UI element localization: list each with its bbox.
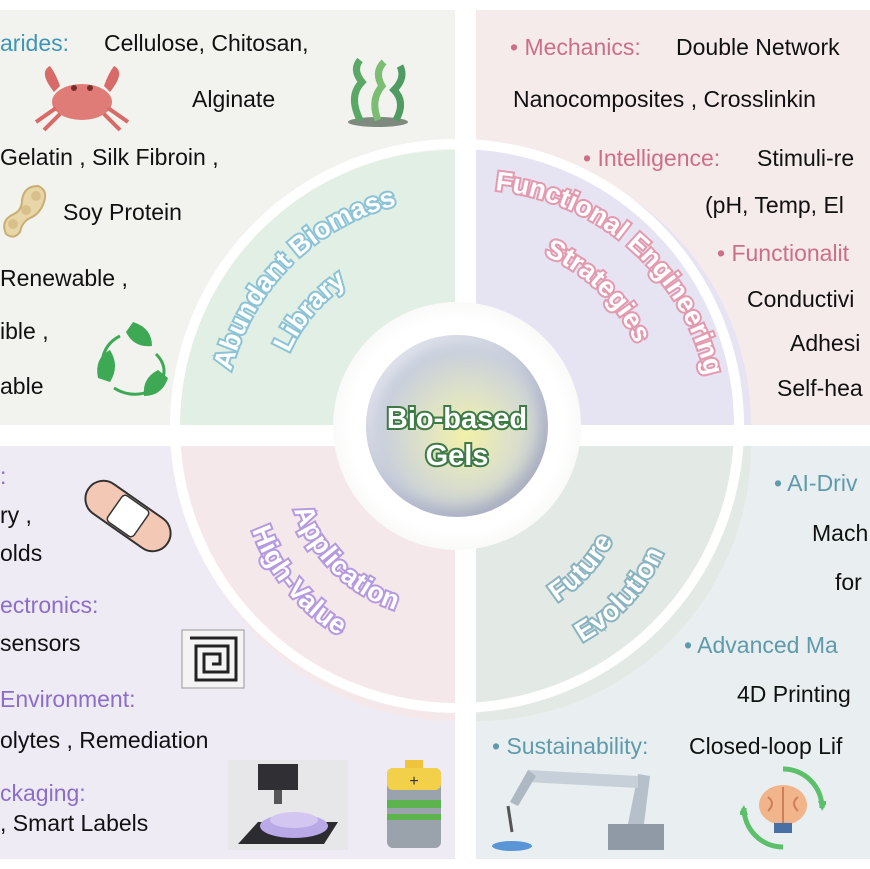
biomedicine-item: olds <box>0 540 43 566</box>
sustainability-text: Closed-loop Lif <box>689 733 843 759</box>
manufacturing-item: 4D Printing <box>737 681 851 707</box>
ai-heading: • AI-Driv <box>774 470 858 496</box>
biomass-item: Alginate <box>192 86 276 112</box>
3d-printer-icon <box>228 760 348 850</box>
ring-wedge-br <box>476 446 751 721</box>
recycle-leaves-icon <box>97 322 168 396</box>
biomedicine-heading: : <box>0 463 7 489</box>
intelligence-line2: (pH, Temp, El <box>705 192 844 218</box>
biomass-item: Soy Protein <box>63 199 182 225</box>
battery-icon: + <box>387 760 441 848</box>
mechanics-line2: Nanocomposites , Crosslinkin <box>513 86 816 112</box>
gel-sphere-icon <box>366 335 548 517</box>
polysaccharides-heading: arides: <box>0 30 70 56</box>
sustainability-heading: • Sustainability: <box>492 733 649 759</box>
environment-heading: Environment: <box>0 686 136 712</box>
mechanics-heading: • Mechanics: <box>510 34 641 60</box>
biomass-item: Gelatin , Silk Fibroin , <box>0 144 219 170</box>
functionality-item: Conductivi <box>747 286 855 312</box>
crab-icon <box>34 66 130 132</box>
biomass-item: ible , <box>0 318 49 344</box>
soybean-icon <box>3 184 47 238</box>
mechanics-text: Double Network <box>676 34 840 60</box>
biomass-item: able <box>0 373 44 399</box>
functionality-item: Adhesi <box>790 330 861 356</box>
functionality-item: Self-hea <box>777 375 863 401</box>
circuit-sensor-icon <box>181 629 245 689</box>
center-label-line2: Gels <box>424 438 491 474</box>
biomass-item: Renewable , <box>0 265 128 291</box>
packaging-item: , Smart Labels <box>0 810 149 836</box>
svg-text:+: + <box>409 773 418 790</box>
packaging-heading: ckaging: <box>0 780 86 806</box>
functionality-heading: • Functionalit <box>717 240 850 266</box>
biomedicine-item: ry , <box>0 502 32 528</box>
robot-arm-icon <box>492 770 664 851</box>
bandage-icon <box>84 479 172 553</box>
environment-item: olytes , Remediation <box>0 727 209 753</box>
ai-item: for <box>835 569 862 595</box>
biomass-item: Cellulose, Chitosan, <box>104 30 309 56</box>
electronics-heading: ectronics: <box>0 592 99 618</box>
center-label-line1: Bio-based <box>385 401 529 437</box>
ai-item: Mach <box>812 520 869 546</box>
intelligence-heading: • Intelligence: <box>583 145 721 171</box>
brain-cycle-icon <box>740 766 826 850</box>
manufacturing-heading: • Advanced Ma <box>684 632 838 658</box>
electronics-item: sensors <box>0 630 81 656</box>
intelligence-text: Stimuli-re <box>757 145 855 171</box>
seaweed-icon <box>348 57 408 127</box>
